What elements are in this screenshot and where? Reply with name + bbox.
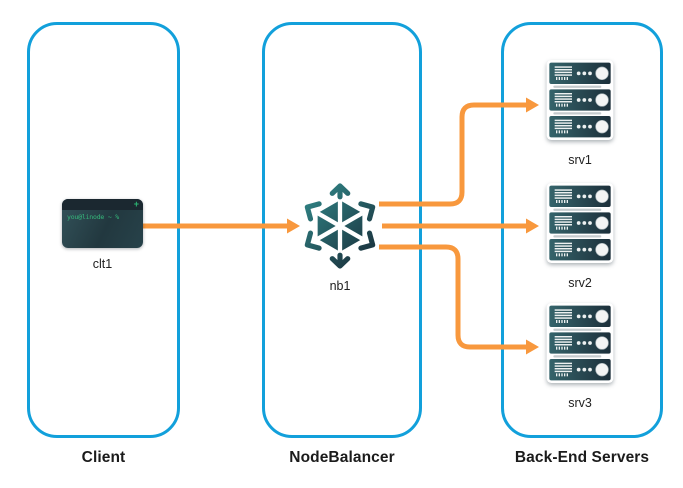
- terminal-prompt-text: you@linode ~ %: [67, 213, 119, 221]
- server-node-label: srv2: [568, 276, 592, 290]
- nodebalancer-zone-title: NodeBalancer: [289, 449, 395, 466]
- server-node-label: srv1: [568, 153, 592, 167]
- nodebalancer-icon: [304, 183, 376, 269]
- terminal-titlebar: +: [62, 199, 143, 210]
- nodebalancer-node-label: nb1: [329, 279, 351, 293]
- client-node-label: clt1: [92, 257, 113, 271]
- server-stack-icon: [546, 303, 614, 383]
- server-stack-icon: [546, 183, 614, 263]
- server-stack-icon: [546, 60, 614, 140]
- backend-servers-zone-title: Back-End Servers: [514, 449, 650, 466]
- server-node-label: srv3: [568, 396, 592, 410]
- client-zone-title: Client: [81, 449, 126, 466]
- terminal-new-tab-icon: +: [133, 199, 139, 209]
- terminal-icon: + you@linode ~ %: [62, 199, 143, 248]
